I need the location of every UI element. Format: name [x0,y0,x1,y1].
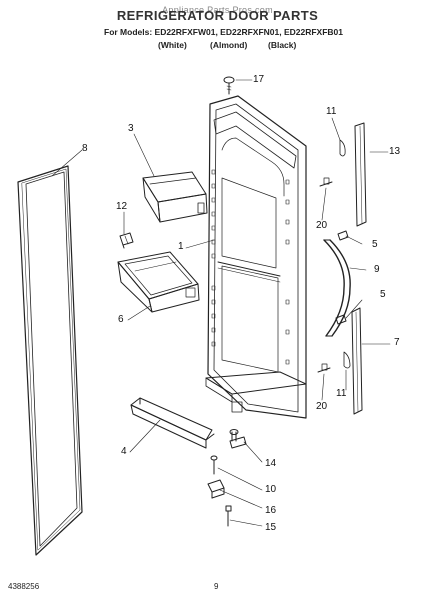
upper-door-bin [142,171,208,223]
model-list: For Models: ED22RFXFW01, ED22RFXFN01, ED… [104,27,344,37]
callout-14: 14 [265,458,277,469]
handle-screw-lower [335,314,347,325]
callout-12: 12 [116,201,128,212]
callout-13: 13 [389,146,401,157]
callout-17: 17 [253,74,265,85]
upper-trim-cap [339,139,346,157]
callout-1: 1 [178,241,184,252]
trim-screw-upper [319,177,333,187]
callout-4: 4 [121,446,127,457]
door-handle [323,239,351,337]
callout-15: 15 [265,522,277,533]
callout-5-top: 5 [372,239,378,250]
bottom-screw [225,505,232,527]
hinge-screw [210,455,218,475]
callout-9: 9 [374,264,380,275]
callout-5-bottom: 5 [380,289,386,300]
callout-11-bottom: 11 [336,388,347,399]
leader-lines [51,79,391,527]
callout-20-top: 20 [316,220,328,231]
top-screw [223,76,235,95]
color-black: (Black) [268,40,297,50]
door-bin [117,251,200,313]
callout-3: 3 [128,123,134,134]
trim-screw-lower [317,363,331,373]
color-white: (White) [158,40,187,50]
lower-trim-cap [343,351,351,369]
callout-7: 7 [394,337,400,348]
hinge-bracket [207,479,225,499]
page-number: 9 [214,582,219,591]
document-number: 4388256 [8,582,40,591]
door-gasket [17,165,83,556]
callout-20-bottom: 20 [316,401,328,412]
callout-6: 6 [118,314,124,325]
diagram-title: REFRIGERATOR DOOR PARTS [116,8,319,23]
door-liner [205,95,307,419]
bottom-door-rail [130,397,215,449]
upper-handle-trim [354,122,367,227]
bin-bracket [119,232,134,249]
callout-11-top: 11 [326,106,337,117]
callout-10: 10 [265,484,277,495]
color-almond: (Almond) [210,40,248,50]
handle-screw-upper [337,230,349,241]
lower-handle-trim [351,307,363,415]
callout-8: 8 [82,143,88,154]
hinge-bushing [229,429,247,449]
callout-16: 16 [265,505,277,516]
watermark: Appliance Parts Pros.com [162,5,273,15]
